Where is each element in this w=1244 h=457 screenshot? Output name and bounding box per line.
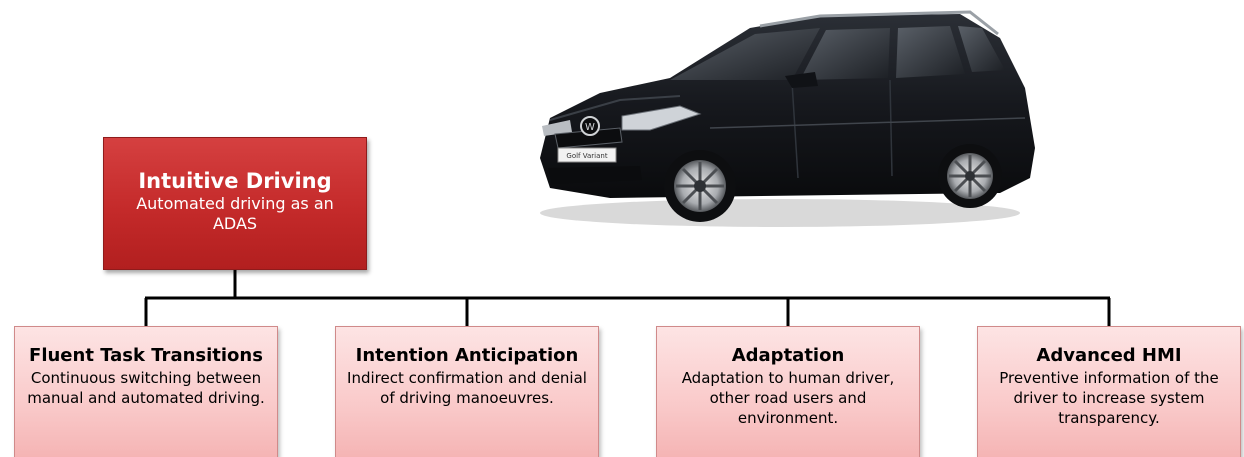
root-node-intuitive-driving: Intuitive Driving Automated driving as a…	[103, 137, 367, 270]
child-node-title: Fluent Task Transitions	[29, 345, 263, 366]
child-node-description: Preventive information of the driver to …	[999, 369, 1219, 427]
child-node-title: Advanced HMI	[1036, 345, 1182, 366]
child-node-description: Adaptation to human driver, other road u…	[681, 369, 895, 427]
car-image: W Golf Variant	[540, 10, 1035, 227]
child-node-fluent-task-transitions: Fluent Task Transitions Continuous switc…	[14, 326, 278, 457]
child-node-title: Intention Anticipation	[355, 345, 579, 366]
child-node-adaptation: Adaptation Adaptation to human driver, o…	[656, 326, 920, 457]
child-node-advanced-hmi: Advanced HMI Preventive information of t…	[977, 326, 1241, 457]
child-node-title: Adaptation	[731, 345, 845, 366]
svg-text:W: W	[585, 122, 595, 133]
plate-text: Golf Variant	[566, 152, 607, 160]
root-node-subtitle: Automated driving as an ADAS	[136, 194, 334, 233]
child-node-intention-anticipation: Intention Anticipation Indirect confirma…	[335, 326, 599, 457]
child-node-description: Continuous switching between manual and …	[27, 369, 265, 407]
child-node-description: Indirect confirmation and denial of driv…	[347, 369, 587, 407]
root-node-title: Intuitive Driving	[138, 169, 332, 193]
